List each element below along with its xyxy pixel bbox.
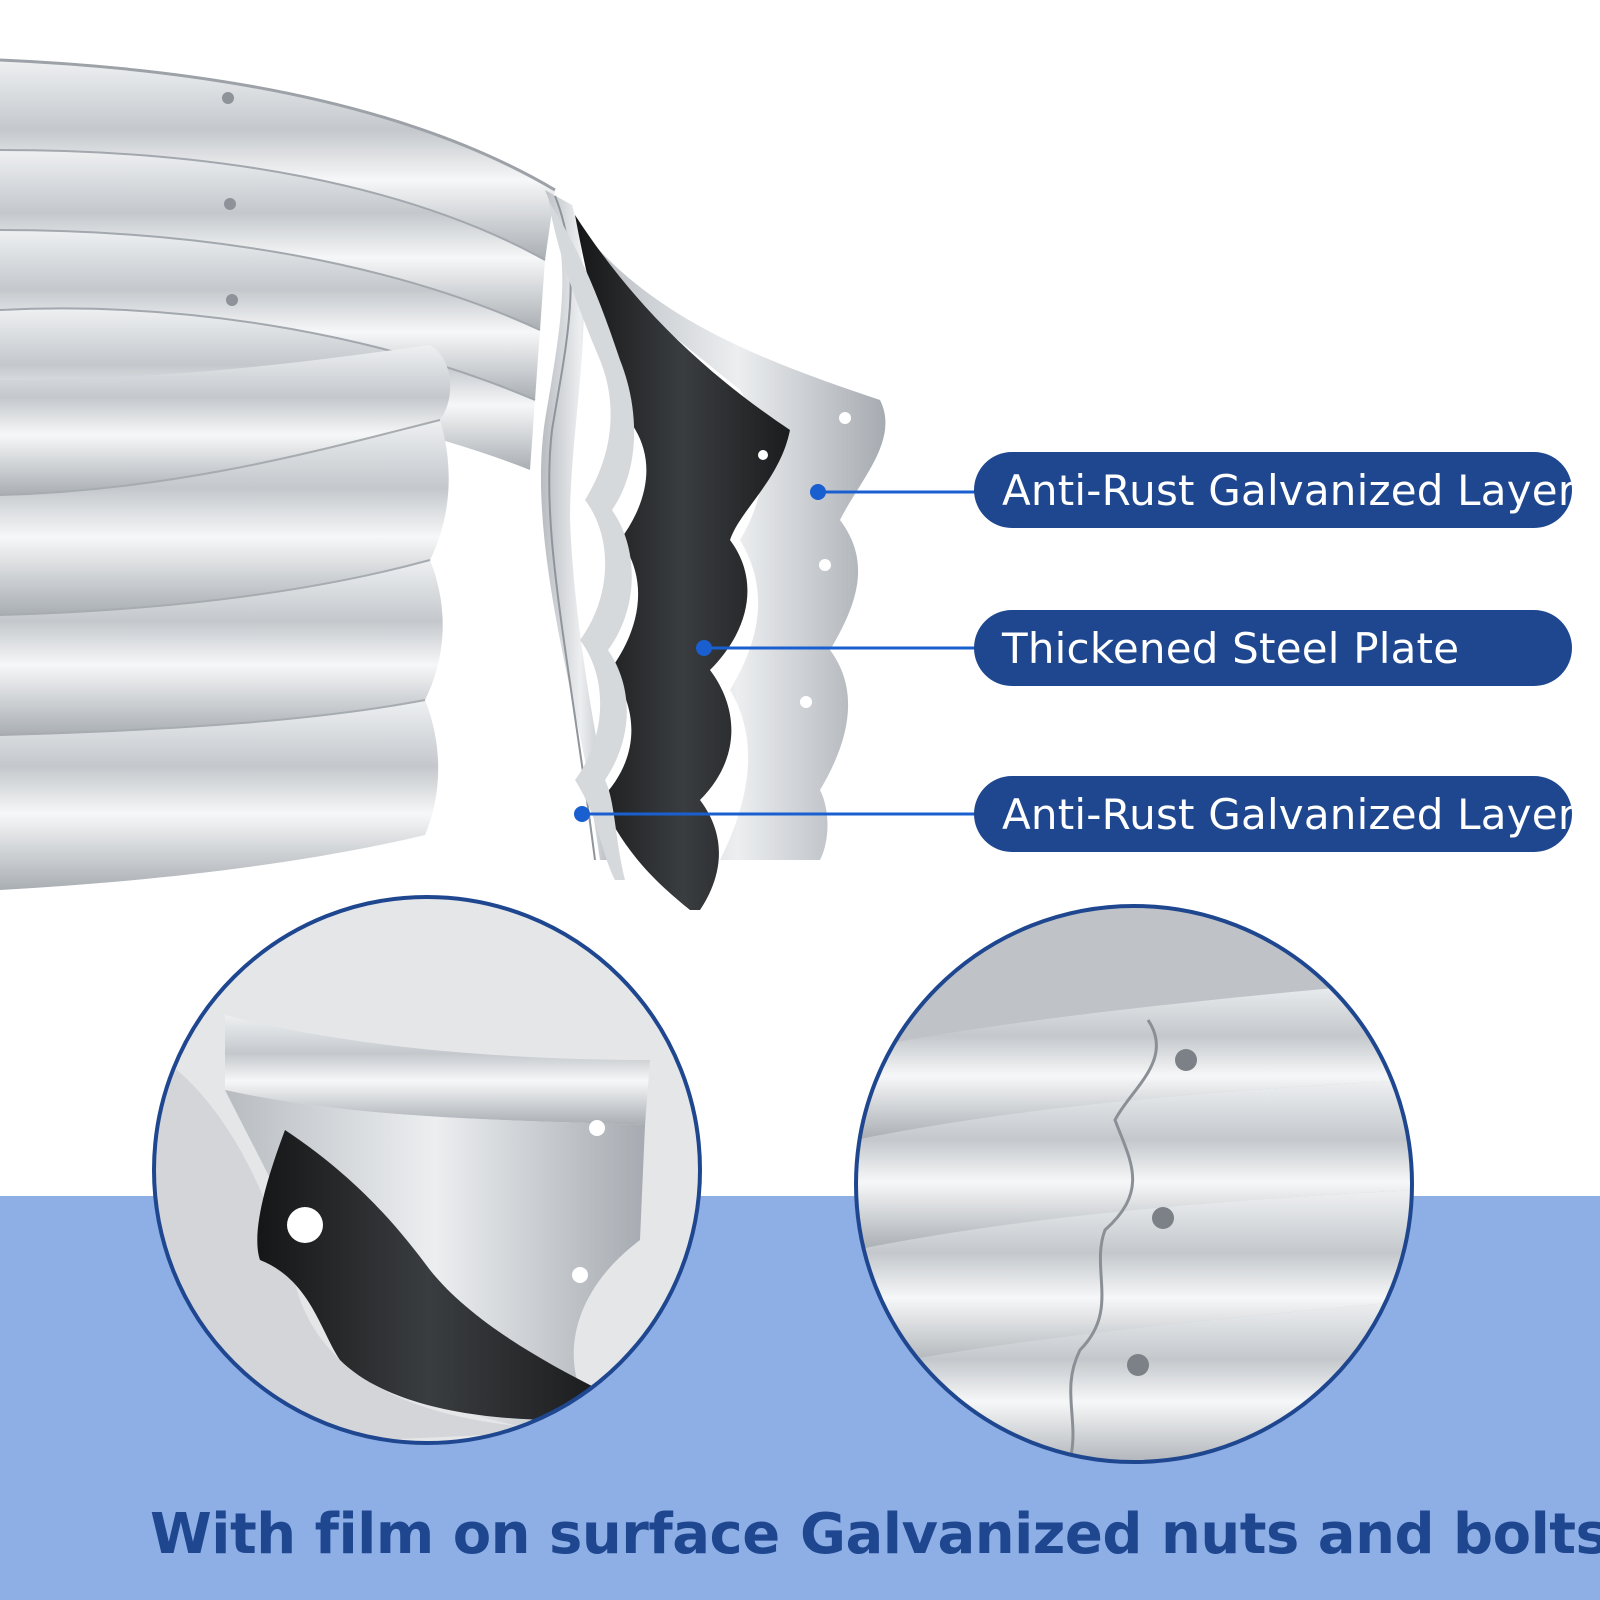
film-hole-icon <box>589 1120 605 1136</box>
inner-galvanized-layer <box>548 200 635 880</box>
callout-label: Anti-Rust Galvanized Layer <box>1002 465 1572 515</box>
callout-steel-plate: Thickened Steel Plate <box>974 610 1572 686</box>
bolt-hole-icon <box>839 412 851 424</box>
bolt-icon <box>1175 1049 1197 1071</box>
bolt-icon <box>224 198 236 210</box>
caption-nuts-bolts: Galvanized nuts and bolts <box>800 1502 1600 1567</box>
outer-galvanized-layer <box>590 240 886 860</box>
callout-label: Thickened Steel Plate <box>1002 623 1460 673</box>
callout-dot-icon <box>810 484 826 500</box>
inset-nuts-bolts <box>854 904 1414 1464</box>
callout-leaders <box>574 484 976 822</box>
bolt-icon <box>1152 1207 1174 1229</box>
bolt-icon <box>1127 1354 1149 1376</box>
bolt-hole-icon <box>758 450 768 460</box>
callout-dot-icon <box>574 806 590 822</box>
callout-dot-icon <box>696 640 712 656</box>
bolt-hole-icon <box>800 696 812 708</box>
bolt-icon <box>222 92 234 104</box>
caption-film-surface: With film on surface <box>150 1502 780 1567</box>
callout-galvanized-layer-bottom: Anti-Rust Galvanized Layer <box>974 776 1572 852</box>
film-hole-icon <box>572 1267 588 1283</box>
bolt-hole-icon <box>819 559 831 571</box>
bolt-icon <box>226 294 238 306</box>
callout-galvanized-layer-top: Anti-Rust Galvanized Layer <box>974 452 1572 528</box>
film-hole-icon <box>287 1207 323 1243</box>
front-ring <box>0 345 451 890</box>
callout-label: Anti-Rust Galvanized Layer <box>1002 789 1572 839</box>
inset-film-surface <box>152 895 702 1445</box>
